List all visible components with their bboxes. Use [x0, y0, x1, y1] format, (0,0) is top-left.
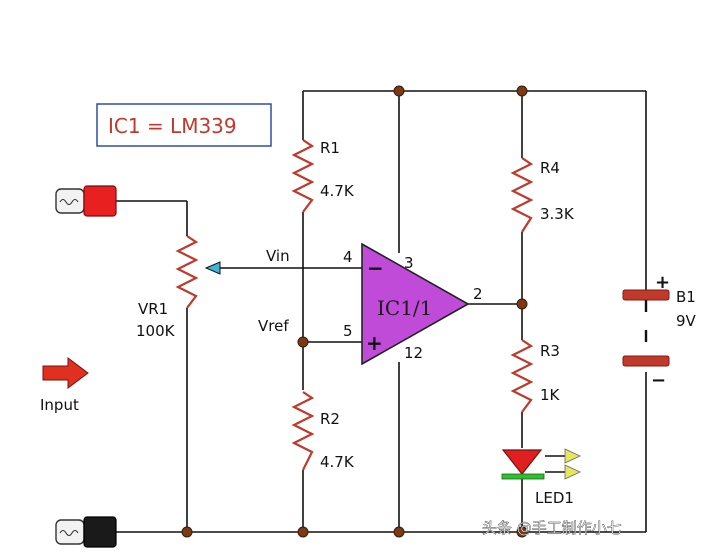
red-input-connector [55, 185, 117, 217]
battery-plus: + [655, 272, 670, 293]
pin-2-label: 2 [473, 285, 483, 303]
pin-3-label: 3 [404, 254, 414, 272]
potentiometer-vr1 [175, 235, 199, 309]
pin-5-label: 5 [343, 322, 353, 340]
led1 [501, 448, 581, 480]
battery-minus: − [651, 370, 666, 391]
comparator-ic: IC1/1 − + [361, 242, 470, 366]
title-box: IC1 = LM339 [96, 103, 272, 147]
black-input-connector [55, 516, 117, 548]
pin-12-label: 12 [404, 344, 423, 362]
watermark: 头条 @手工制作小七 [482, 519, 622, 537]
wiper-arrow-icon [204, 261, 221, 275]
r4-name: R4 [540, 159, 560, 177]
r1-name: R1 [320, 139, 340, 157]
vr1-value: 100K [136, 322, 176, 340]
ic-label: IC1/1 [377, 296, 432, 320]
noninverting-sign: + [366, 331, 383, 355]
light-arrow-icon [564, 448, 581, 464]
resistor-r4 [510, 157, 534, 233]
resistor-r2 [291, 391, 315, 471]
led-name: LED1 [535, 489, 574, 507]
pin-4-label: 4 [343, 248, 353, 266]
vr1-name: VR1 [138, 300, 168, 318]
input-arrow-icon [42, 357, 89, 389]
battery-name: B1 [676, 288, 696, 306]
r3-value: 1K [540, 386, 561, 404]
input-label: Input [40, 396, 79, 414]
wires [115, 90, 647, 533]
battery-b1: + − [622, 272, 670, 391]
r2-name: R2 [320, 410, 340, 428]
r1-value: 4.7K [320, 182, 355, 200]
junction-nodes [181, 85, 528, 538]
r2-value: 4.7K [320, 453, 355, 471]
light-arrow-icon [564, 464, 581, 480]
battery-value: 9V [676, 312, 697, 330]
r3-name: R3 [540, 342, 560, 360]
inverting-sign: − [367, 256, 384, 280]
vref-label: Vref [258, 317, 289, 335]
title-text: IC1 = LM339 [108, 114, 237, 138]
resistor-r1 [291, 139, 315, 213]
resistor-r3 [510, 339, 534, 413]
r4-value: 3.3K [540, 205, 575, 223]
vin-label: Vin [266, 247, 290, 265]
